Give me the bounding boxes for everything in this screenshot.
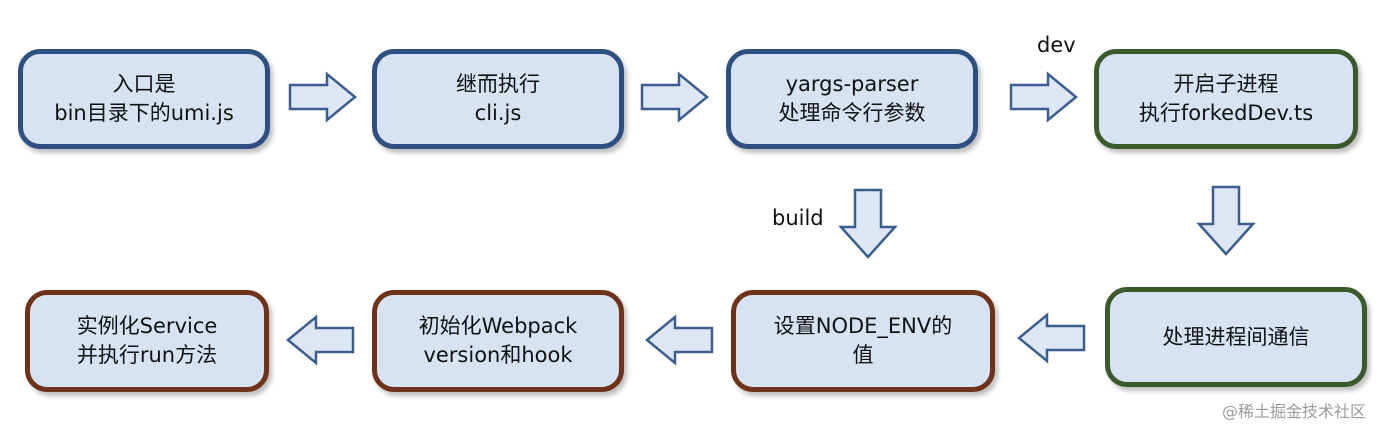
node-webpack-line1: 初始化Webpack xyxy=(418,314,578,338)
node-webpack-line2: version和hook xyxy=(423,343,573,367)
node-nodeenv: 设置NODE_ENV的 值 xyxy=(731,290,995,392)
node-yargs-line1: yargs-parser xyxy=(785,72,919,96)
node-nodeenv-line2: 值 xyxy=(852,343,874,367)
node-ipc: 处理进程间通信 xyxy=(1105,287,1367,387)
node-fork-line2: 执行forkedDev.ts xyxy=(1138,101,1314,125)
arrow-cli-to-yargs xyxy=(640,71,709,123)
arrow-entry-to-cli xyxy=(288,71,357,123)
arrow-nodeenv-to-webpack xyxy=(645,314,714,366)
node-service-line1: 实例化Service xyxy=(76,314,218,338)
node-yargs-line2: 处理命令行参数 xyxy=(778,101,926,125)
node-yargs: yargs-parser 处理命令行参数 xyxy=(726,49,978,149)
node-entry-line1: 入口是 xyxy=(112,72,176,96)
node-cli: 继而执行 cli.js xyxy=(372,49,624,149)
node-webpack: 初始化Webpack version和hook xyxy=(372,290,624,392)
node-fork: 开启子进程 执行forkedDev.ts xyxy=(1094,49,1358,149)
watermark: @稀土掘金技术社区 xyxy=(1222,402,1367,421)
node-fork-line1: 开启子进程 xyxy=(1173,72,1279,96)
node-nodeenv-line1: 设置NODE_ENV的 xyxy=(773,314,953,338)
arrow-ipc-to-nodeenv xyxy=(1017,312,1086,364)
node-ipc-line1: 处理进程间通信 xyxy=(1162,324,1310,349)
node-entry: 入口是 bin目录下的umi.js xyxy=(18,49,270,149)
arrow-webpack-to-service xyxy=(286,314,355,366)
node-service: 实例化Service 并执行run方法 xyxy=(25,290,269,392)
node-cli-line1: 继而执行 xyxy=(456,72,540,96)
node-cli-line2: cli.js xyxy=(474,101,522,125)
arrow-yargs-to-fork xyxy=(1009,71,1078,123)
edge-label-dev: dev xyxy=(1037,33,1076,57)
edge-label-build: build xyxy=(772,206,824,230)
node-service-line2: 并执行run方法 xyxy=(76,343,218,367)
node-entry-line2: bin目录下的umi.js xyxy=(54,101,234,125)
arrow-fork-down xyxy=(1196,185,1256,256)
arrow-yargs-down-build xyxy=(838,188,898,259)
